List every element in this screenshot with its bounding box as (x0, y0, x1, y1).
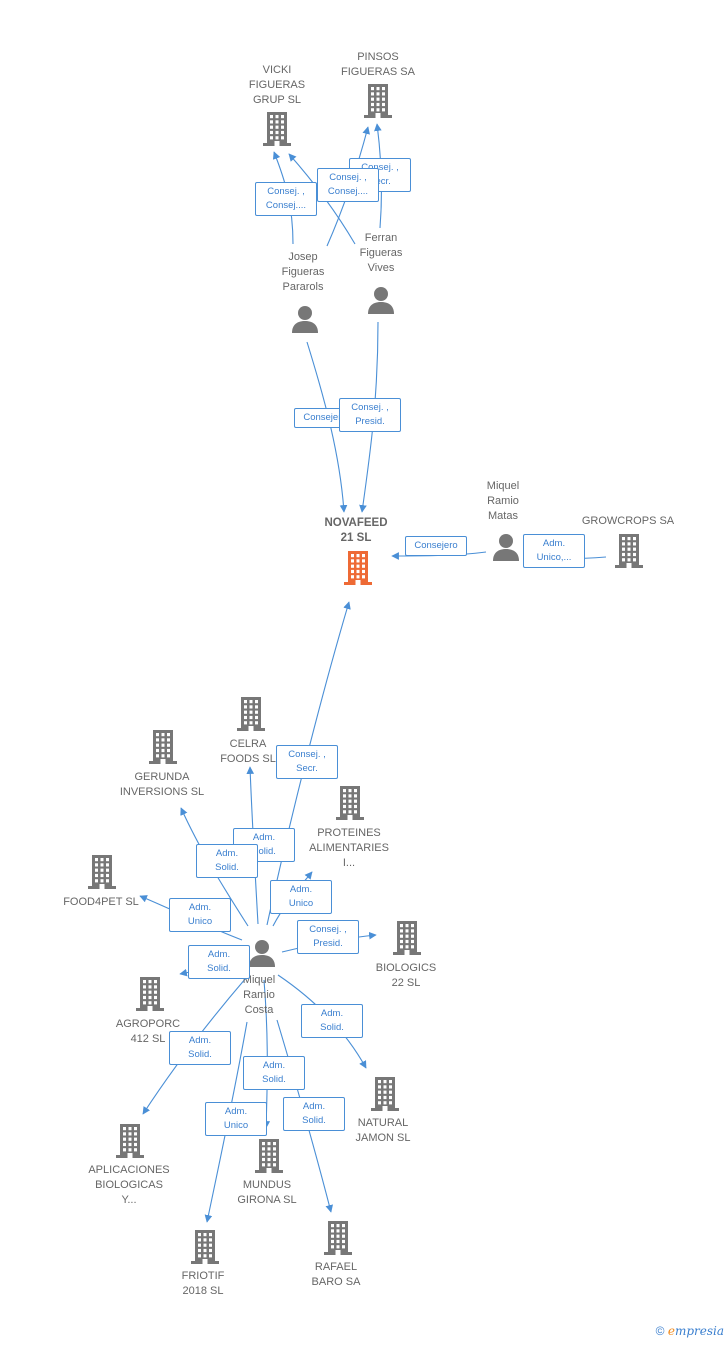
relation-label-growcrops-miquelm[interactable]: Adm. Unico,... (523, 534, 585, 568)
node-label[interactable]: NOVAFEED 21 SL (324, 517, 388, 544)
node-label[interactable]: FRIOTIF 2018 SL (181, 1270, 225, 1297)
relation-label-josep-vicki[interactable]: Consej. , Consej.... (255, 182, 317, 216)
node-label[interactable]: GERUNDA INVERSIONS SL (119, 771, 205, 798)
person-icon[interactable] (492, 533, 520, 566)
person-icon[interactable] (248, 939, 276, 972)
copyright-symbol: © (655, 1324, 665, 1338)
building-icon[interactable] (237, 697, 265, 736)
relation-label-miquelm-novafeed[interactable]: Consejero (405, 536, 467, 556)
focus-building-icon[interactable] (344, 551, 372, 590)
building-icon[interactable] (136, 977, 164, 1016)
relation-label-miquelc-natural[interactable]: Adm. Solid. (301, 1004, 363, 1038)
relation-label-josep-pinsos[interactable]: Consej. , Consej.... (317, 168, 379, 202)
person-icon[interactable] (291, 305, 319, 338)
relation-label-miquelc-novafeed[interactable]: Consej. , Secr. (276, 745, 338, 779)
relation-label-miquelc-rafael[interactable]: Adm. Solid. (283, 1097, 345, 1131)
relation-label-miquelc-gerunda[interactable]: Adm. Solid. (196, 844, 258, 878)
node-label[interactable]: AGROPORC 412 SL (115, 1018, 181, 1045)
building-icon[interactable] (149, 730, 177, 769)
building-icon[interactable] (393, 921, 421, 960)
node-label[interactable]: CELRA FOODS SL (220, 738, 276, 765)
relation-label-miquelc-biologics[interactable]: Consej. , Presid. (297, 920, 359, 954)
building-icon[interactable] (263, 112, 291, 151)
person-icon[interactable] (367, 286, 395, 319)
building-icon[interactable] (116, 1124, 144, 1163)
brand-initial: e (667, 1324, 675, 1338)
node-label[interactable]: PROTEINES ALIMENTARIES I... (309, 827, 389, 869)
building-icon[interactable] (371, 1077, 399, 1116)
relation-label-miquelc-aplicaciones[interactable]: Adm. Solid. (169, 1031, 231, 1065)
building-icon[interactable] (88, 855, 116, 894)
building-icon[interactable] (255, 1139, 283, 1178)
building-icon[interactable] (615, 534, 643, 573)
building-icon[interactable] (191, 1230, 219, 1269)
node-label[interactable]: Ferran Figueras Vives (359, 232, 403, 274)
relation-label-miquelc-proteines[interactable]: Adm. Unico (270, 880, 332, 914)
node-label[interactable]: APLICACIONES BIOLOGICAS Y... (88, 1164, 170, 1206)
relation-label-miquelc-mundus[interactable]: Adm. Solid. (243, 1056, 305, 1090)
node-label[interactable]: NATURAL JAMON SL (355, 1117, 411, 1144)
brand-name: mpresia (674, 1324, 724, 1338)
node-label[interactable]: PINSOS FIGUERAS SA (341, 51, 415, 78)
node-label[interactable]: Miquel Ramio Matas (486, 480, 520, 522)
building-icon[interactable] (336, 786, 364, 825)
node-label[interactable]: VICKI FIGUERAS GRUP SL (248, 64, 306, 106)
building-icon[interactable] (364, 84, 392, 123)
node-label[interactable]: Miquel Ramio Costa (242, 974, 276, 1016)
node-label[interactable]: Josep Figueras Pararols (281, 251, 325, 293)
relation-label-miquelc-food4pet[interactable]: Adm. Unico (169, 898, 231, 932)
relation-label-miquelc-friotif[interactable]: Adm. Unico (205, 1102, 267, 1136)
node-label[interactable]: GROWCROPS SA (581, 515, 675, 527)
node-label[interactable]: MUNDUS GIRONA SL (237, 1179, 297, 1206)
relation-label-miquelc-agroporc[interactable]: Adm. Solid. (188, 945, 250, 979)
node-label[interactable]: RAFAEL BARO SA (311, 1261, 361, 1288)
relation-label-ferran-novafeed[interactable]: Consej. , Presid. (339, 398, 401, 432)
building-icon[interactable] (324, 1221, 352, 1260)
brand-watermark: © empresia (656, 1324, 724, 1338)
node-label[interactable]: BIOLOGICS 22 SL (375, 962, 437, 989)
node-label[interactable]: FOOD4PET SL (63, 896, 139, 908)
